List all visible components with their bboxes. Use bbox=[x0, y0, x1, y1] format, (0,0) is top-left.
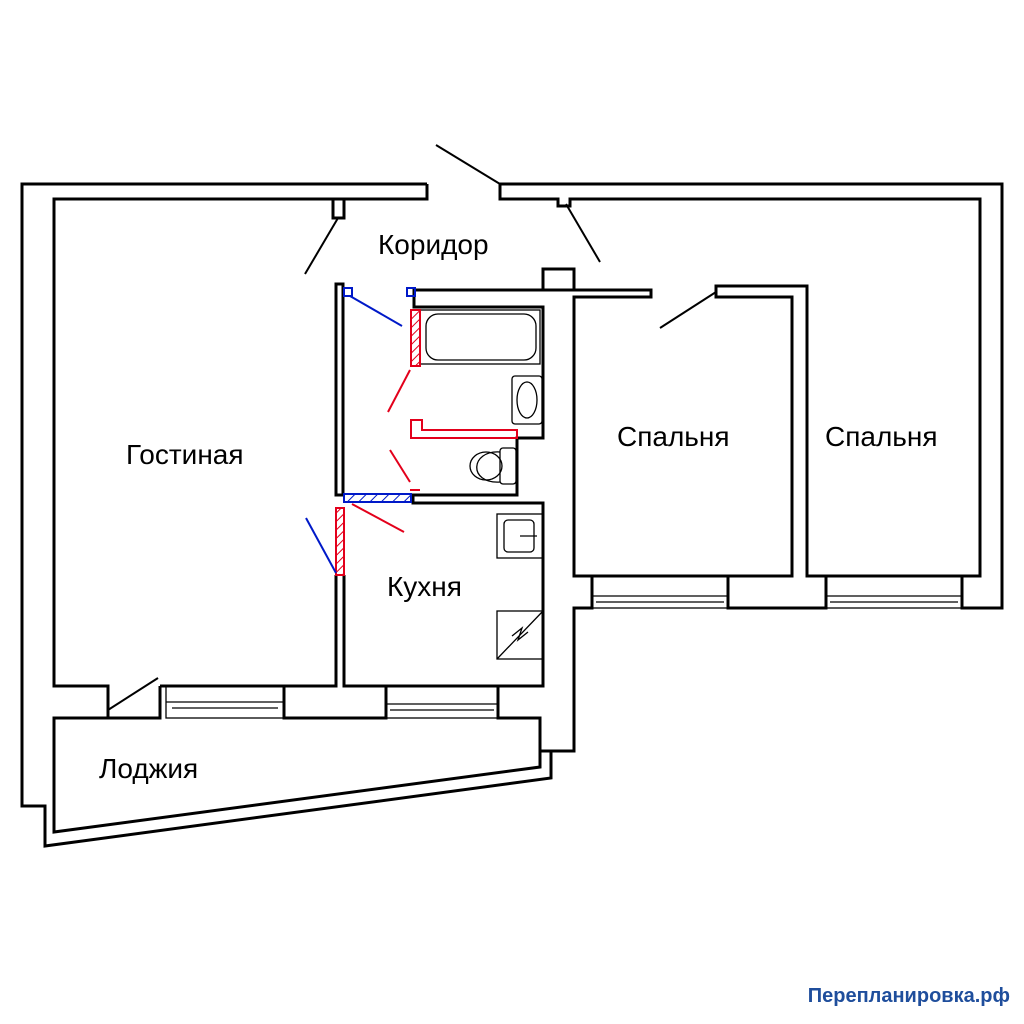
outer-wall-left bbox=[20, 182, 553, 848]
windows bbox=[165, 575, 963, 719]
inner-wall-living-left bbox=[52, 184, 429, 806]
loggia-front bbox=[52, 751, 542, 834]
new-wall-jamb-2 bbox=[406, 287, 416, 297]
construction-marks bbox=[305, 287, 416, 574]
walls bbox=[20, 182, 1004, 848]
bedroom1-door bbox=[659, 291, 717, 329]
kitchen-left-wall bbox=[282, 575, 388, 720]
room-label-living: Гостиная bbox=[126, 439, 244, 470]
room-label-kitchen: Кухня bbox=[387, 571, 462, 602]
entrance-door bbox=[435, 144, 501, 185]
bedroom-divider bbox=[714, 284, 828, 610]
door-swings bbox=[107, 144, 717, 711]
living-front-wall bbox=[108, 686, 162, 720]
new-bath-door bbox=[349, 295, 403, 327]
demolition-marks bbox=[335, 309, 518, 576]
living-door-jamb bbox=[331, 199, 346, 220]
kitchen-stove bbox=[496, 610, 544, 660]
washbasin bbox=[511, 375, 543, 425]
kitchen-sink bbox=[496, 513, 544, 559]
new-wall-jamb-1 bbox=[343, 287, 353, 297]
bedroom2-window bbox=[825, 575, 963, 609]
demolish-wall-1 bbox=[410, 309, 421, 367]
room-label-bedroom-1: Спальня bbox=[617, 421, 730, 452]
site-watermark: Перепланировка.рф bbox=[807, 985, 1010, 1007]
kitchen-window bbox=[385, 685, 499, 719]
corridor-column bbox=[541, 267, 576, 290]
room-label-loggia: Лоджия bbox=[99, 753, 198, 784]
new-kitchen-door bbox=[305, 517, 337, 574]
loggia-door bbox=[107, 677, 159, 711]
demolish-wall-3 bbox=[335, 507, 345, 576]
room-label-bedroom-2: Спальня bbox=[825, 421, 938, 452]
outer-wall-right bbox=[498, 182, 1004, 610]
bedroom1-window bbox=[591, 575, 729, 609]
toilet bbox=[469, 447, 517, 485]
new-partition bbox=[343, 493, 412, 503]
living-door bbox=[304, 217, 339, 275]
corridor-right-door bbox=[565, 203, 601, 263]
bathtub bbox=[419, 309, 541, 365]
living-bath-partition bbox=[334, 282, 345, 497]
room-label-corridor: Коридор bbox=[378, 229, 489, 260]
demolish-wall-2 bbox=[410, 419, 518, 439]
